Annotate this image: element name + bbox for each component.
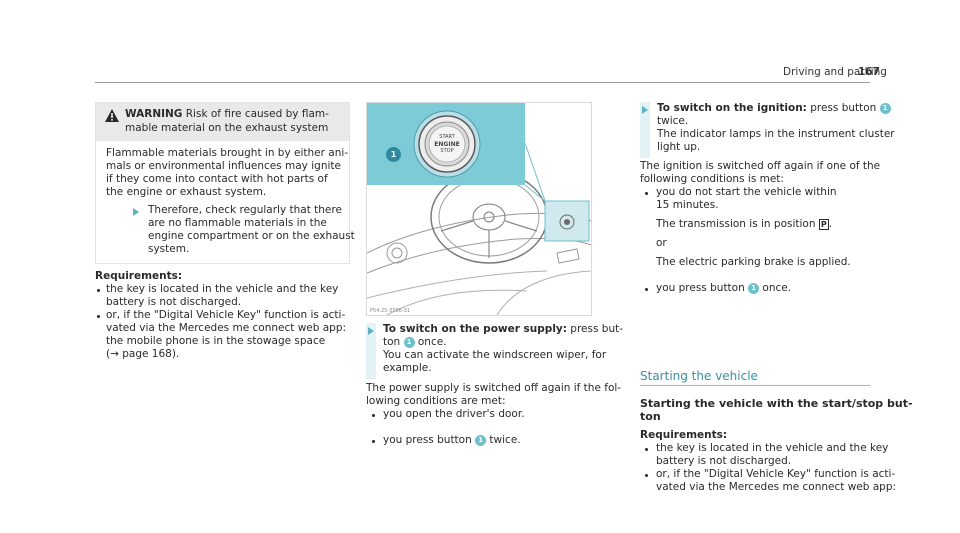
park-position-icon: P (818, 219, 829, 230)
header-rule (95, 82, 870, 83)
ignition-off-line: following conditions is met: (640, 173, 784, 185)
start-stop-button-illustration: START ENGINE STOP 1 P54.25-3566-31 (366, 102, 592, 316)
step-marker-bar (640, 102, 650, 158)
ignition-condition: you press button 1 once. (656, 282, 791, 295)
requirements-heading: Requirements: (95, 270, 183, 282)
ignition-line: light up. (657, 141, 701, 153)
warning-body-line: if they come into contact with hot parts… (106, 173, 328, 185)
requirement-line: (→ page 168). (106, 348, 180, 360)
power-supply-line: example. (383, 362, 432, 374)
warning-title-line: WARNING Risk of fire caused by flam- (125, 108, 329, 121)
subsection-title: Starting the vehicle with the start/stop… (640, 397, 913, 410)
requirement-line: vated via the Mercedes me connect web ap… (656, 481, 897, 493)
power-supply-line: You can activate the windscreen wiper, f… (383, 349, 607, 361)
figure-code: P54.25-3566-31 (370, 308, 411, 314)
button-label-engine: ENGINE (434, 141, 460, 148)
warning-action-line: are no flammable materials in the (148, 217, 327, 229)
power-off-line: lowing conditions are met: (366, 395, 506, 407)
ignition-condition: The transmission is in position P. (656, 218, 832, 231)
bullet-icon (645, 448, 648, 451)
warning-title-line-2: mable material on the exhaust system (125, 122, 329, 134)
requirement-line: the key is located in the vehicle and th… (656, 442, 889, 454)
warning-box: WARNING Risk of fire caused by flam- mab… (95, 102, 355, 264)
start-stop-button-label: START ENGINE STOP (429, 134, 465, 155)
callout-1-icon: 1 (879, 103, 891, 114)
warning-action-line: engine compartment or on the exhaust (148, 230, 355, 242)
ignition-line: twice. (657, 115, 689, 127)
ignition-lead: To switch on the ignition: (657, 102, 807, 114)
step-marker-bar (366, 323, 376, 379)
requirements-heading: Requirements: (640, 429, 728, 441)
callout-1-icon: 1 (475, 435, 487, 446)
power-off-condition: you open the driver's door. (383, 408, 525, 420)
text: once. (414, 336, 447, 348)
warning-body-line: the engine or exhaust system. (106, 186, 267, 198)
ignition-line: The indicator lamps in the instrument cl… (657, 128, 895, 140)
text: once. (759, 282, 792, 294)
action-arrow-icon (368, 327, 374, 335)
bullet-icon (372, 414, 375, 417)
text: ton (383, 336, 404, 348)
bullet-icon (645, 474, 648, 477)
warning-body-line: mals or environmental influences may ign… (106, 160, 341, 172)
running-header-title: Driving and parking (783, 66, 887, 78)
requirement-line: the mobile phone is in the stowage space (106, 335, 326, 347)
callout-1-badge: 1 (386, 147, 401, 162)
requirement-line: battery is not discharged. (656, 455, 792, 467)
ignition-or: or (656, 237, 667, 249)
action-arrow-icon (133, 208, 139, 216)
button-label-start: START (439, 134, 455, 140)
power-off-condition: you press button 1 twice. (383, 434, 521, 447)
power-supply-step: To switch on the power supply: press but… (383, 323, 623, 336)
callout-1-icon: 1 (403, 337, 415, 348)
warning-triangle-icon (105, 109, 119, 122)
power-supply-line: ton 1 once. (383, 336, 447, 349)
requirement-line: the key is located in the vehicle and th… (106, 283, 339, 295)
text: twice. (486, 434, 521, 446)
warning-body-line: Flammable materials brought in by either… (106, 147, 349, 159)
power-supply-text: press but- (566, 323, 624, 335)
requirement-line: battery is not discharged. (106, 296, 242, 308)
button-label-stop: STOP (440, 148, 454, 154)
power-off-line: The power supply is switched off again i… (366, 382, 622, 394)
ignition-condition: 15 minutes. (656, 199, 719, 211)
text: you press button (383, 434, 476, 446)
warning-header: WARNING Risk of fire caused by flam- mab… (96, 103, 349, 141)
callout-1-icon: 1 (748, 283, 760, 294)
text: The transmission is in position (656, 218, 819, 230)
ignition-condition: The electric parking brake is applied. (656, 256, 851, 268)
warning-action-line: system. (148, 243, 190, 255)
page-number: 167 (858, 66, 880, 78)
warning-action-line: Therefore, check regularly that there (148, 204, 342, 216)
subsection-title: ton (640, 410, 661, 423)
requirement-line: vated via the Mercedes me connect web ap… (106, 322, 347, 334)
section-title: Starting the vehicle (640, 369, 758, 383)
bullet-icon (645, 192, 648, 195)
ignition-step: To switch on the ignition: press button … (657, 102, 891, 115)
requirement-line: or, if the "Digital Vehicle Key" functio… (106, 309, 346, 321)
text: . (828, 218, 833, 230)
section-rule (640, 385, 870, 386)
warning-title: WARNING (125, 108, 183, 120)
warning-title-rest: Risk of fire caused by flam- (185, 108, 329, 120)
bullet-icon (645, 288, 648, 291)
text: you press button (656, 282, 749, 294)
cockpit-drawing (367, 103, 591, 315)
power-supply-lead: To switch on the power supply: (383, 323, 567, 335)
ignition-condition: you do not start the vehicle within (656, 186, 837, 198)
requirement-line: or, if the "Digital Vehicle Key" functio… (656, 468, 896, 480)
bullet-icon (97, 315, 100, 318)
ignition-off-line: The ignition is switched off again if on… (640, 160, 881, 172)
bullet-icon (97, 289, 100, 292)
bullet-icon (372, 440, 375, 443)
text: press button (806, 102, 880, 114)
action-arrow-icon (642, 106, 648, 114)
